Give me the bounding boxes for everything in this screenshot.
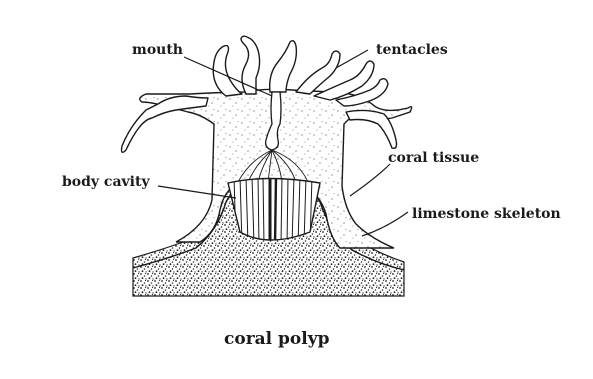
label-tentacles: tentacles (376, 42, 448, 58)
tentacle-1 (213, 46, 242, 96)
tentacle-2 (241, 36, 260, 94)
tentacle-7 (122, 96, 209, 152)
limestone-leader (362, 212, 408, 236)
label-limestone-skeleton: limestone skeleton (412, 206, 561, 222)
tentacles-leader (336, 50, 368, 68)
label-coral-tissue: coral tissue (388, 150, 479, 166)
figure-caption: coral polyp (224, 329, 330, 349)
label-mouth: mouth (132, 42, 183, 58)
label-body-cavity: body cavity (62, 174, 150, 190)
coral-tissue-leader (350, 164, 390, 196)
tentacle-3 (270, 41, 297, 92)
